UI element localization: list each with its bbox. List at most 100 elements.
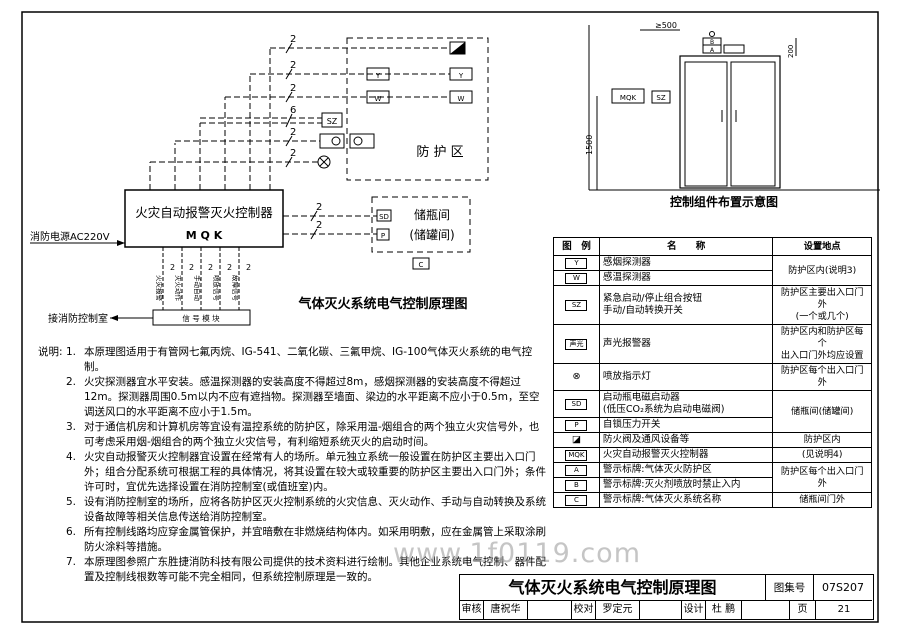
smoke-detector-2 [449, 67, 473, 81]
door-frame [679, 55, 781, 189]
legend-row: 声光 声光报警器 防护区内和防护区每个 出入口门外均应设置 [553, 324, 872, 364]
alarm-symbol-1 [319, 133, 345, 149]
legend-name: 感烟探测器 [598, 255, 774, 271]
fire-damper-fill [450, 42, 465, 54]
legend-symbol-smoke: Y [565, 258, 588, 269]
designer-name: 杜 鹏 [706, 601, 742, 619]
legend-symbol-c: C [565, 495, 588, 506]
note-text: 本原理图参照广东胜捷消防科技有限公司提供的技术资料进行绘制。其他企业系统电气控制… [84, 556, 546, 583]
wire-count-2: 2 [290, 60, 296, 71]
atlas-label: 图集号 [766, 575, 814, 601]
p-wire-count: 2 [316, 220, 322, 231]
legend-symbol-alarm: 声光 [565, 339, 588, 350]
bottle-room-alt: (储罐间) [409, 227, 454, 242]
controller-box [124, 189, 284, 248]
note-item: 5.设有消防控制室的场所，应将各防护区灭火控制系统的火灾信息、灭火动作、手动与自… [66, 495, 546, 525]
note-item: 7. 本原理图参照广东胜捷消防科技有限公司提供的技术资料进行绘制。其他企业系统电气… [66, 555, 546, 585]
legend-symbol-mqk: MQK [565, 450, 588, 461]
smoke-detector-1-label: Y [375, 72, 381, 80]
p-label: P [381, 232, 385, 240]
page-number: 21 [837, 604, 851, 615]
signal-labels: 火灾报警 灭火动作 手动自动 喷放信号 故障信号 [155, 275, 240, 302]
legend-location: 防护区主要出入口门外 (一个或几个) [772, 285, 872, 325]
alarm-symbol-1-circle [331, 136, 341, 146]
sd-slash [310, 210, 318, 222]
power-arrow [117, 240, 125, 246]
legend-location: 防护区内 [772, 432, 872, 448]
legend-name: 火灾自动报警灭火控制器 [598, 447, 774, 463]
door-left [684, 61, 728, 187]
legend-row: Y 感烟探测器 防护区内(说明3) [553, 255, 872, 286]
layout-sign-b [702, 37, 722, 46]
layout-sign-a-label: A [710, 47, 715, 54]
legend-location: 防护区内(说明3) [772, 255, 872, 286]
note-text: 所有控制线路均应穿金属管保护，并宜暗敷在非燃烧结构体内。如采用明敷，应在金属管上… [84, 526, 546, 553]
fire-room-label: 接消防控制室 [48, 312, 108, 325]
note-item: 1.本原理图适用于有管网七氟丙烷、IG-541、二氧化碳、三氟甲烷、IG-100… [66, 345, 546, 375]
legend-row: MQK 火灾自动报警灭火控制器 (见说明4) [553, 447, 872, 463]
module-count-3: 2 [208, 263, 213, 272]
module-count-5: 2 [246, 263, 251, 272]
checker-signature [640, 601, 682, 619]
protect-zone-box [346, 37, 489, 181]
sd-wire-count: 2 [316, 202, 322, 213]
wire-count-6: 2 [290, 148, 296, 159]
notes-heading: 说明: [38, 346, 63, 358]
legend-name: 喷放指示灯 [598, 363, 774, 391]
note-number: 7. [66, 556, 77, 568]
legend-name: 自锁压力开关 [598, 417, 774, 433]
legend-row: ⊗ 喷放指示灯 防护区每个出入口门外 [553, 363, 872, 391]
note-number: 4. [66, 451, 77, 463]
controller-name: 火灾自动报警灭火控制器 [135, 205, 273, 220]
c-sign-symbol [412, 257, 430, 270]
principle-caption: 气体灭火系统电气控制原理图 [298, 296, 467, 312]
note-number: 3. [66, 421, 77, 433]
sz-button-symbol [321, 112, 343, 128]
signal-label-5: 故障信号 [231, 275, 240, 302]
legend-header-symbol: 图 例 [553, 237, 600, 256]
note-number: 2. [66, 376, 77, 388]
note-item: 6.所有控制线路均应穿金属管保护，并宜暗敷在非燃烧结构体内。如采用明敷，应在金属… [66, 525, 546, 555]
legend-symbol-a: A [565, 465, 588, 476]
legend-location: 防护区每个出入口门外 [772, 462, 872, 493]
legend-location: 储瓶间门外 [772, 492, 872, 508]
protect-zone-label: 防 护 区 [416, 144, 463, 160]
heat-detector-2 [449, 90, 473, 104]
signal-label-1: 火灾报警 [155, 275, 164, 302]
legend-name: 启动瓶电磁启动器 (低压CO₂系统为启动电磁阀) [598, 390, 774, 418]
p-slash [310, 228, 318, 240]
legend-row: SZ 紧急启动/停止组合按钮 手动/自动转换开关 防护区主要出入口门外 (一个或… [553, 285, 872, 325]
legend-location: (见说明4) [772, 447, 872, 463]
power-label: 消防电源AC220V [30, 230, 110, 243]
note-item: 2.火灾探测器宜水平安装。感温探测器的安装高度不得超过8m，感烟探测器的安装高度… [66, 375, 546, 420]
note-item: 3.对于通信机房和计算机房等宜设有温控系统的防护区，除采用温-烟组合的两个独立火… [66, 420, 546, 450]
layout-lamp [709, 31, 715, 37]
sz-button-label: SZ [327, 117, 338, 126]
check-label: 校对 [572, 601, 596, 619]
reviewer-name: 唐祝华 [484, 601, 528, 619]
note-item: 4. 火灾自动报警灭火控制器宜设置在经常有人的场所。单元独立系统一般设置在防护区主… [66, 450, 546, 495]
discharge-lamp [317, 155, 331, 169]
layout-mqk [611, 88, 645, 104]
note-text: 火灾自动报警灭火控制器宜设置在经常有人的场所。单元独立系统一般设置在防护区主要出… [84, 451, 546, 493]
heat-detector-1-label: W [375, 95, 382, 103]
legend-header-location: 设置地点 [772, 237, 872, 256]
smoke-detector-2-label: Y [458, 72, 464, 80]
module-wires [162, 247, 240, 310]
title-block: 气体灭火系统电气控制原理图 图集号 07S207 审核 唐祝华 校对 罗定元 设… [459, 574, 874, 620]
alarm-symbol-2 [349, 133, 375, 149]
legend-row: C 警示标牌:气体灭火系统名称 储瓶间门外 [553, 492, 872, 508]
legend-name: 警示标牌:灭火剂喷放时禁止入内 [598, 477, 774, 493]
legend-location: 防护区每个出入口门外 [772, 363, 872, 391]
wire-count-3: 2 [290, 83, 296, 94]
designer-signature [742, 601, 790, 619]
signal-label-3: 手动自动 [193, 275, 202, 302]
wire-slashes [285, 42, 293, 168]
watermark: www.1f0119.com [393, 538, 641, 569]
signal-label-2: 灭火动作 [174, 275, 183, 302]
layout-caption: 控制组件布置示意图 [670, 194, 778, 209]
legend-symbol-sd: SD [565, 399, 588, 410]
legend-name: 警示标牌:气体灭火系统名称 [598, 492, 774, 508]
